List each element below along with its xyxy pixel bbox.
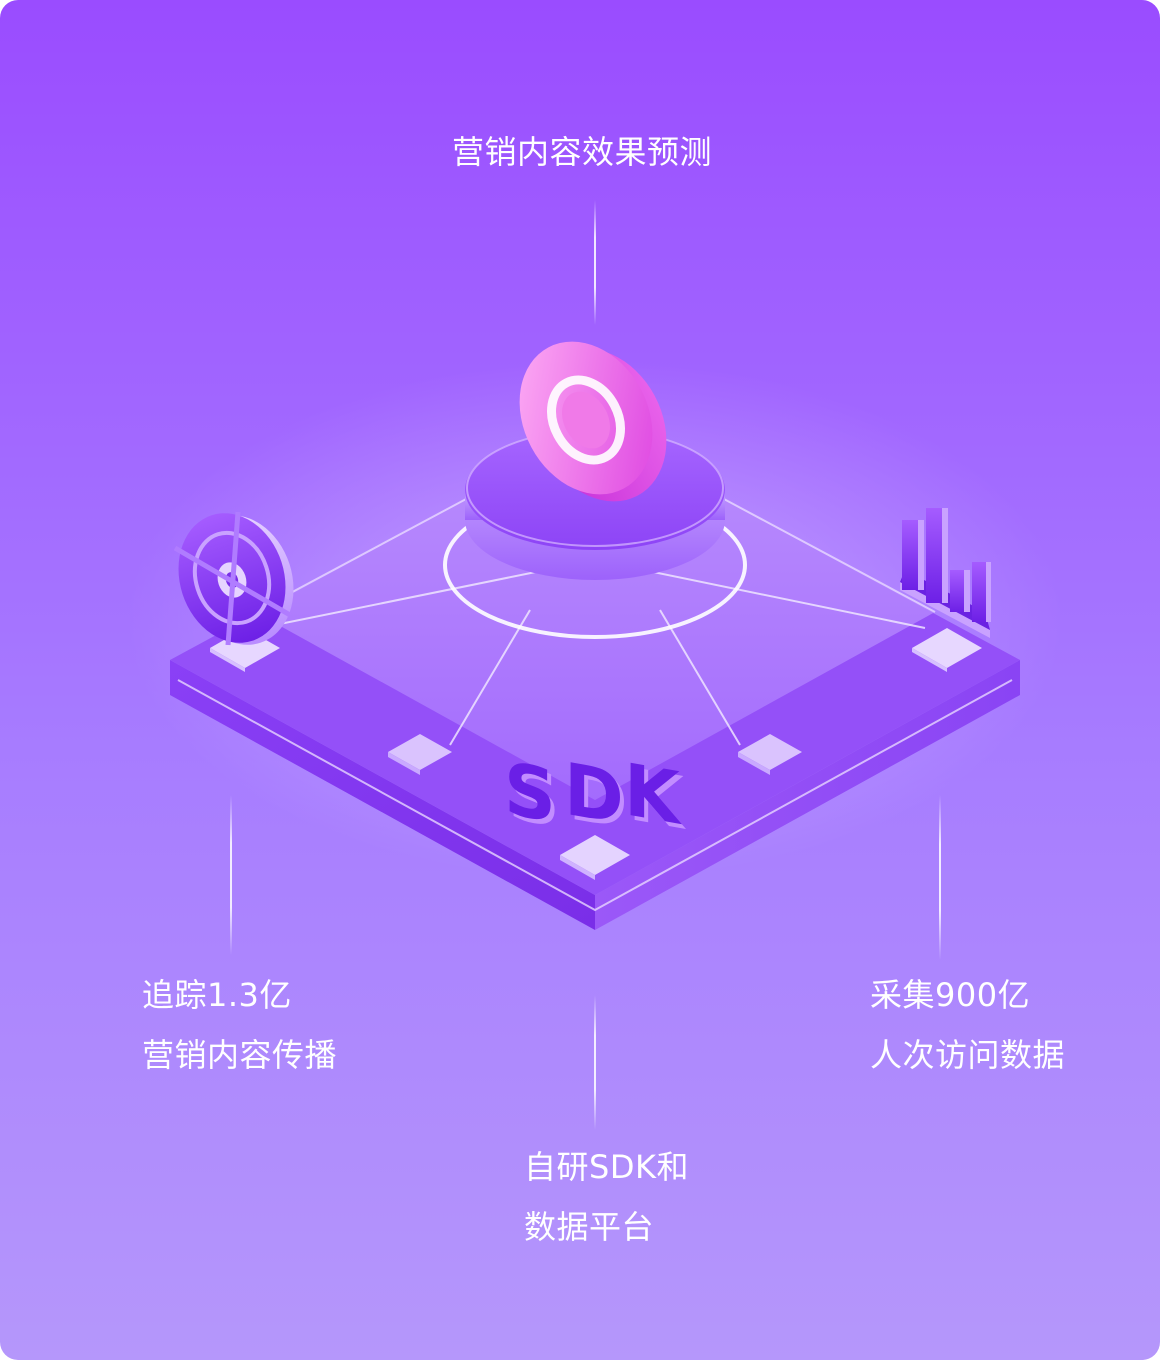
sdk-letters: S S D D K K — [504, 747, 687, 847]
connector-bottom — [594, 995, 596, 1130]
svg-text:S: S — [504, 747, 556, 839]
connector-left — [230, 795, 232, 955]
target-icon — [173, 511, 294, 646]
svg-text:K: K — [624, 749, 683, 843]
label-left-line2: 营销内容传播 — [142, 1036, 338, 1074]
connector-right — [939, 795, 941, 960]
connector-top — [594, 200, 596, 325]
label-bottom: 自研SDK和 数据平台 — [524, 1137, 689, 1257]
svg-text:K: K — [628, 753, 687, 847]
label-right-line1: 采集900亿 — [870, 976, 1031, 1014]
disc-icon — [519, 341, 667, 502]
bar-chart-icon — [900, 508, 991, 638]
svg-text:D: D — [568, 753, 628, 847]
label-right: 采集900亿 人次访问数据 — [870, 965, 1065, 1085]
label-left: 追踪1.3亿 营销内容传播 — [142, 965, 337, 1085]
label-right-line2: 人次访问数据 — [870, 1036, 1066, 1074]
label-bottom-line1: 自研SDK和 — [524, 1148, 689, 1186]
svg-text:S: S — [508, 752, 560, 844]
label-top: 营销内容效果预测 — [452, 122, 712, 182]
label-left-line1: 追踪1.3亿 — [142, 976, 292, 1014]
svg-text:D: D — [564, 748, 624, 842]
label-bottom-line2: 数据平台 — [524, 1208, 655, 1246]
label-top-text: 营销内容效果预测 — [452, 133, 713, 171]
